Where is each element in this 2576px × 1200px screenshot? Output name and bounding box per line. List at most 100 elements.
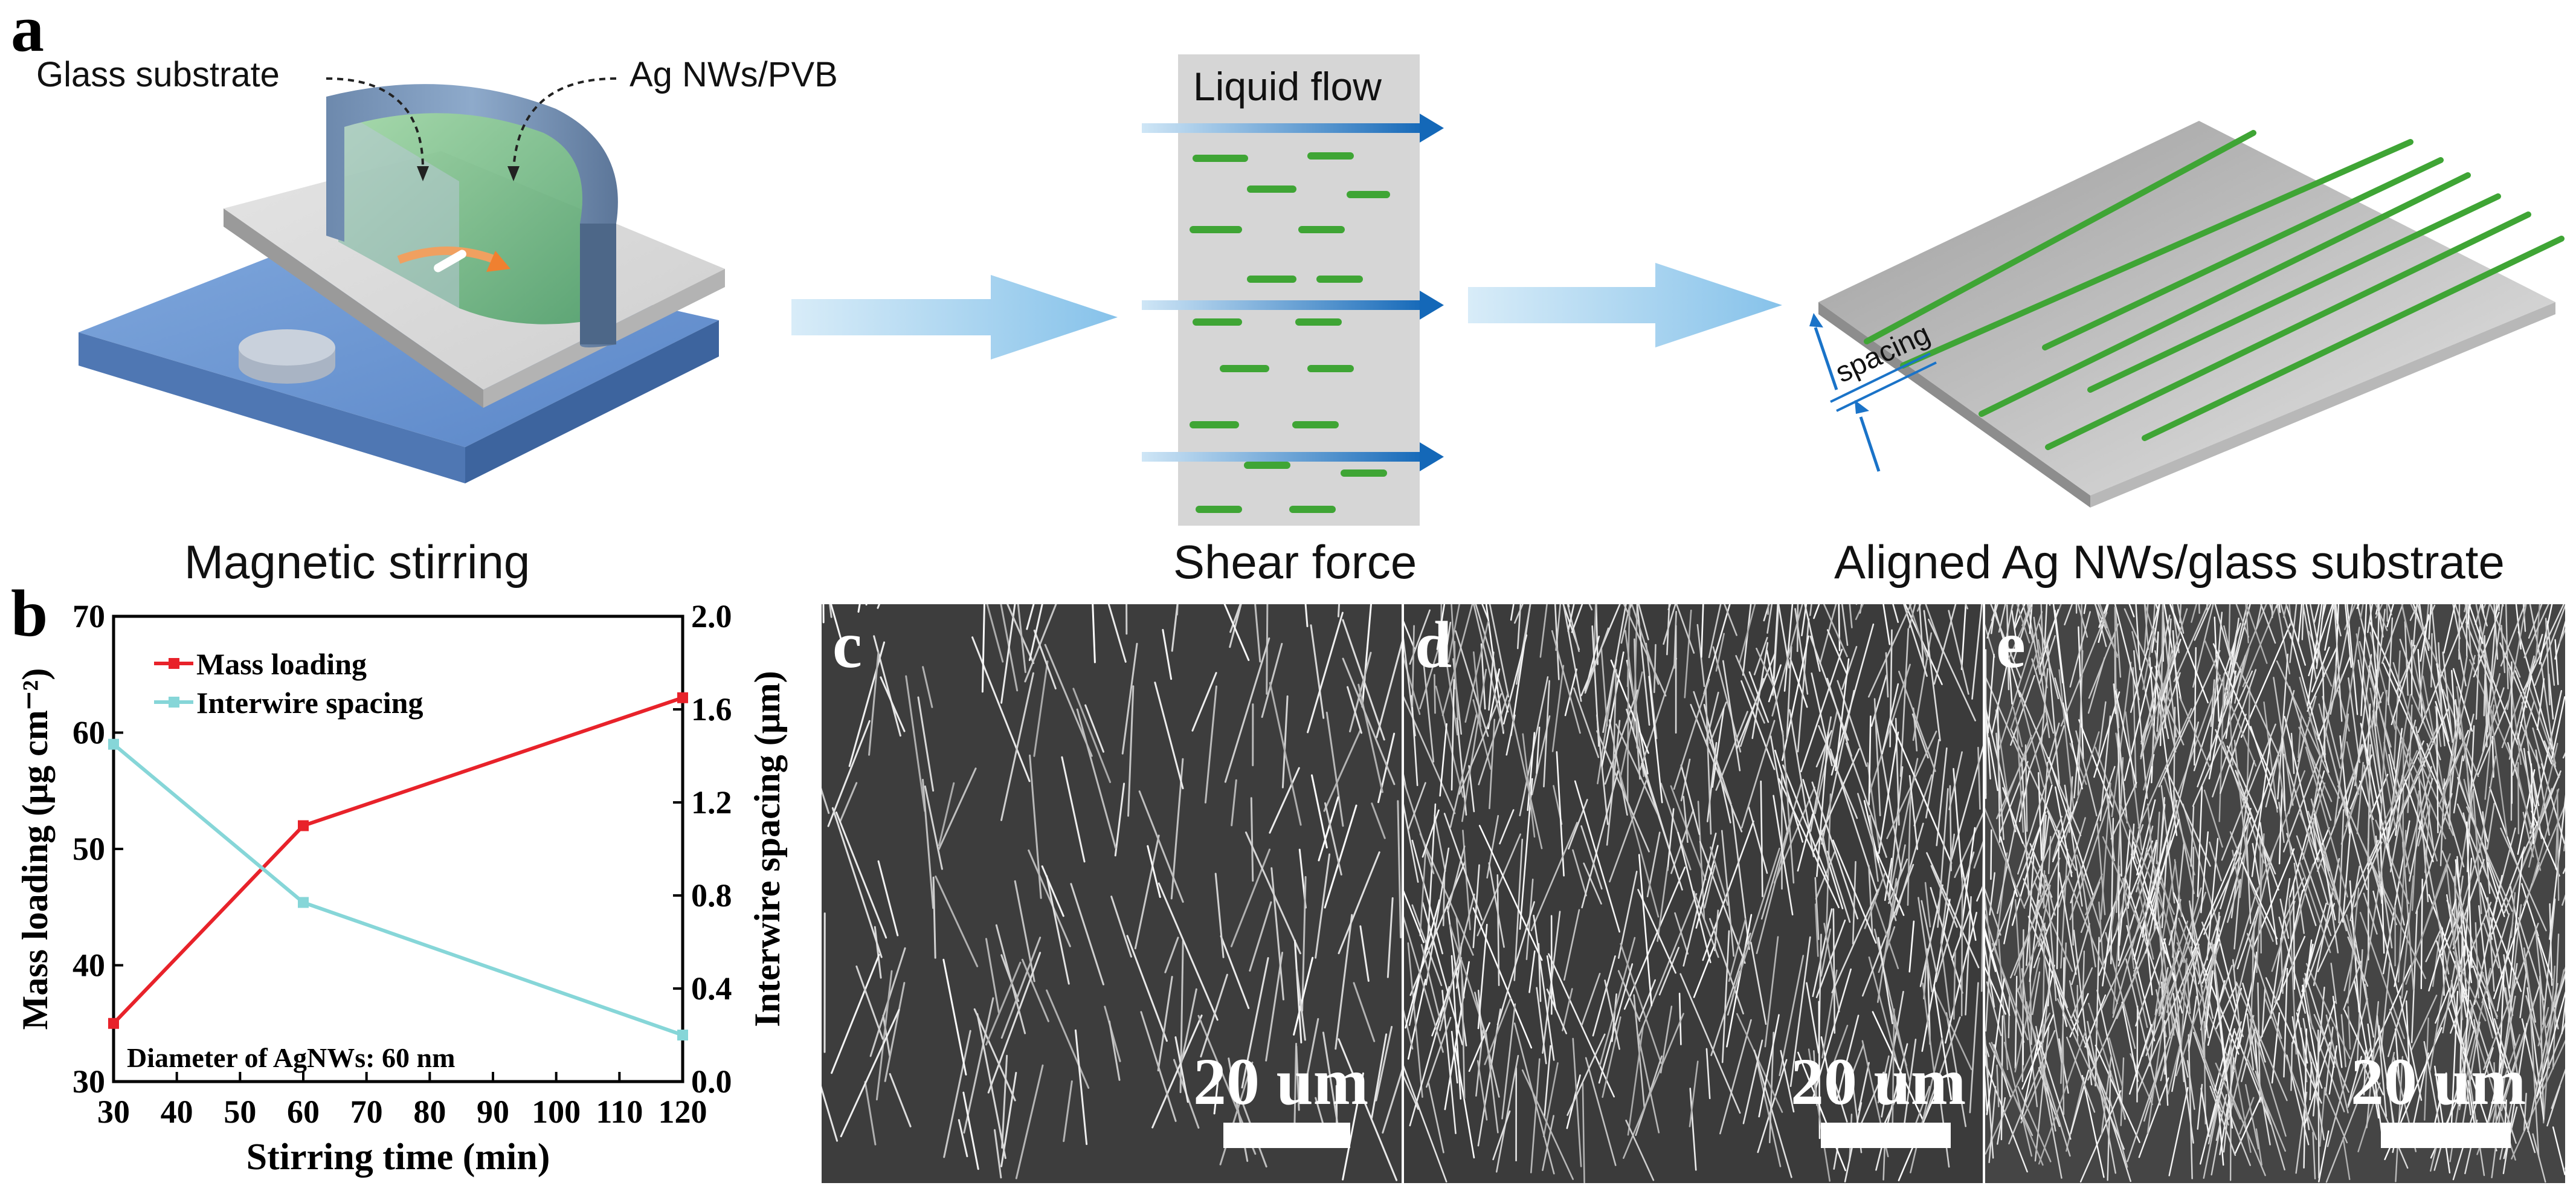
nanowire — [2517, 917, 2545, 1001]
nanowire — [2561, 998, 2565, 1034]
nanowire — [1782, 764, 1829, 881]
nanowire — [875, 970, 893, 1101]
nanowire — [2125, 711, 2143, 851]
nanowire — [1530, 822, 1578, 932]
nanowire — [2077, 604, 2088, 638]
nanowire — [1814, 877, 1820, 940]
nanowire — [1266, 604, 1269, 695]
nanowire — [938, 782, 955, 847]
nanowire — [2220, 714, 2247, 795]
nanowire — [2454, 604, 2475, 665]
nanowire — [2317, 839, 2379, 972]
nanowire — [1638, 979, 1657, 1020]
nanowire — [1609, 776, 1649, 883]
nanowire — [1026, 604, 1035, 630]
nanowire — [2290, 1042, 2293, 1091]
nanowire — [2004, 1042, 2033, 1157]
nanowire — [2417, 804, 2430, 847]
nanowire — [1682, 832, 1717, 967]
nanowire — [1771, 604, 1803, 717]
nanowire — [2069, 611, 2091, 688]
nanowire — [1241, 957, 1269, 1089]
nanowire — [2203, 970, 2214, 1045]
nanowire — [2211, 939, 2221, 1018]
nanowire — [2095, 937, 2100, 1087]
nanowire — [1301, 876, 1307, 1012]
nanowire — [2245, 604, 2249, 644]
nanowire — [1985, 624, 1995, 658]
nanowire — [2500, 827, 2547, 932]
nanowire — [1572, 1037, 1582, 1167]
nanowire — [1998, 611, 2043, 750]
nanowire — [2234, 655, 2246, 704]
nanowire — [1530, 1058, 1541, 1173]
nanowire — [2143, 604, 2149, 650]
nanowire — [1841, 604, 1849, 647]
nanowire — [1757, 1064, 1782, 1167]
nanowire — [1711, 708, 1725, 788]
scale-text-d: 20 um — [1791, 1045, 1966, 1118]
nanowire — [1783, 604, 1794, 692]
nanowire — [1849, 604, 1853, 628]
nanowire — [1940, 833, 1956, 944]
nanowire — [1074, 1029, 1088, 1145]
nanowire — [2218, 673, 2225, 822]
nanowire — [1191, 672, 1217, 732]
nanowire — [2233, 887, 2259, 970]
nanowire — [1985, 927, 2011, 1016]
nanowire — [1404, 1065, 1447, 1182]
nanowire — [2069, 980, 2079, 1023]
nanowire — [1841, 646, 1858, 690]
nanowire — [2438, 737, 2466, 807]
nanowire — [1063, 1080, 1073, 1143]
nanowire — [1127, 685, 1135, 817]
nanowire — [2260, 604, 2276, 644]
nanowire — [1740, 680, 1776, 770]
nanowire — [2172, 630, 2181, 737]
nanowire — [2349, 754, 2373, 810]
nanowire — [1422, 809, 1440, 858]
nanowire — [839, 782, 858, 823]
nanowire — [1797, 813, 1814, 872]
nanowire — [1991, 811, 2047, 952]
nanowire — [2545, 618, 2551, 706]
nanowire — [2510, 892, 2516, 938]
nanowire — [2133, 814, 2174, 960]
nanowire — [2203, 1021, 2206, 1125]
nanowire — [1638, 854, 1653, 1007]
nanowire — [2047, 722, 2060, 763]
nanowire — [2111, 662, 2132, 818]
nanowire — [2537, 1007, 2549, 1047]
nanowire — [831, 953, 880, 1074]
nanowire — [1536, 726, 1541, 774]
nanowire — [2289, 604, 2297, 663]
nanowire — [2211, 1127, 2221, 1176]
nanowire — [2235, 850, 2275, 1001]
nanowire — [2135, 604, 2141, 671]
nanowire — [1489, 604, 1510, 698]
nanowire — [2144, 604, 2157, 643]
nanowire — [1342, 1072, 1364, 1181]
nanowire — [1121, 642, 1138, 755]
nanowire — [2505, 987, 2519, 1080]
nanowire — [1786, 645, 1792, 740]
nanowire — [1991, 943, 2029, 1040]
nanowire — [2014, 882, 2047, 976]
nanowire — [2145, 848, 2175, 915]
nanowire — [1670, 809, 1695, 874]
nanowire — [1474, 992, 1500, 1098]
nanowire — [2367, 604, 2374, 633]
nanowire — [1918, 897, 1933, 993]
nanowire — [2011, 784, 2053, 926]
nanowire — [2012, 604, 2032, 662]
nanowire — [2142, 627, 2156, 691]
nanowire — [2099, 604, 2118, 658]
nanowire — [1832, 839, 1877, 944]
nanowire — [1689, 1060, 1699, 1127]
nanowire — [2250, 920, 2255, 1042]
nanowire — [848, 641, 886, 767]
nanowire — [2354, 654, 2372, 787]
nanowire — [1140, 1011, 1177, 1122]
nanowire — [2394, 912, 2410, 987]
nanowire — [1110, 895, 1133, 958]
